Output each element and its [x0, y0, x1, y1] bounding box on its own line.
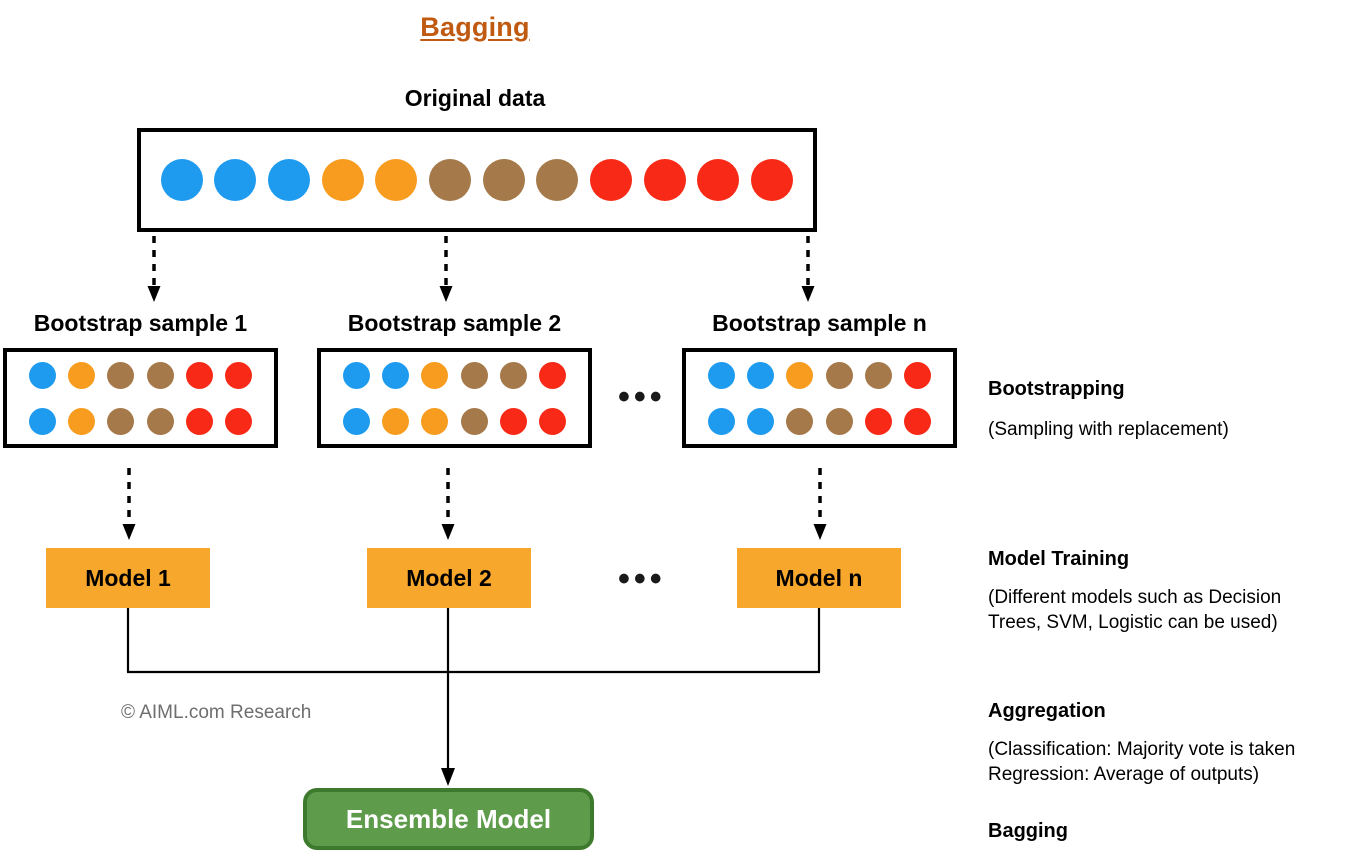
bootstrap-sample-2-dot-red: [538, 361, 566, 389]
model-n-label: Model n: [775, 564, 863, 591]
bootstrap-sample-1-row-1: [7, 352, 274, 398]
bootstrap-sample-1-box: [3, 348, 278, 448]
bootstrap-sample-2-dot-orange: [421, 361, 449, 389]
bootstrap-sample-n-heading: Bootstrap sample n: [712, 310, 927, 336]
annotation-model-training-line-1: (Different models such as Decision: [988, 587, 1282, 608]
bootstrap-sample-n-dot-red: [903, 361, 931, 389]
annotation-aggregation-line-1: (Classification: Majority vote is taken: [988, 739, 1296, 760]
annotation-model-training-line-2: Trees, SVM, Logistic can be used): [988, 612, 1278, 634]
annotation-bootstrapping: Bootstrapping (Sampling with replacement…: [988, 378, 1229, 442]
original-data-dot-brown: [482, 159, 525, 201]
original-data-dot-red: [751, 159, 794, 201]
bootstrap-sample-n-dot-brown: [825, 407, 853, 435]
original-data-dot-brown: [429, 159, 472, 201]
bootstrap-sample-2-heading: Bootstrap sample 2: [347, 310, 562, 336]
bootstrap-sample-n-box: [682, 348, 957, 448]
original-data-dot-red: [643, 159, 686, 201]
bootstrap-sample-2-dot-orange: [421, 407, 449, 435]
bootstrap-sample-1-dot-red: [185, 361, 213, 389]
dashed-arrow-to-model-n: [812, 468, 827, 540]
bootstrap-sample-1-dot-red: [185, 407, 213, 435]
bootstrap-sample-1-dot-red: [224, 407, 252, 435]
page-title: Bagging: [420, 12, 530, 42]
bootstrap-sample-2-dot-blue: [382, 361, 410, 389]
bootstrap-sample-1-row-2: [7, 398, 274, 444]
bootstrap-sample-1-dot-brown: [107, 361, 135, 389]
bootstrap-sample-n-dot-blue: [747, 407, 775, 435]
dashed-arrow-to-model-2: [440, 468, 455, 540]
bootstrap-sample-1-dot-brown: [146, 407, 174, 435]
model-2-box[interactable]: Model 2: [367, 548, 531, 608]
bootstrap-sample-1-dot-orange: [68, 407, 96, 435]
ensemble-model-box[interactable]: Ensemble Model: [303, 788, 594, 850]
dashed-arrow-to-sample-1: [146, 236, 161, 302]
original-data-box: [137, 128, 817, 232]
bootstrap-sample-2-dot-brown: [460, 407, 488, 435]
bootstrap-sample-2-dot-blue: [343, 407, 371, 435]
bootstrap-sample-n-dot-blue: [708, 361, 736, 389]
bootstrap-sample-n-dot-brown: [864, 361, 892, 389]
models-ellipsis: •••: [618, 560, 666, 598]
annotation-model-training: Model Training (Different models such as…: [988, 548, 1281, 635]
bootstrap-sample-1-dot-red: [224, 361, 252, 389]
original-data-dot-blue: [160, 159, 203, 201]
bootstrap-sample-n-dot-red: [864, 407, 892, 435]
bootstrap-sample-1-dot-blue: [29, 407, 57, 435]
bootstrap-sample-n-row-2: [686, 398, 953, 444]
model-2-label: Model 2: [406, 564, 492, 591]
bootstrap-sample-2-dot-red: [499, 407, 527, 435]
annotation-model-training-title: Model Training: [988, 548, 1130, 570]
bootstrap-sample-n-row-1: [686, 352, 953, 398]
original-data-dot-red: [590, 159, 633, 201]
annotation-bagging: Bagging: [988, 820, 1068, 843]
original-data-dot-blue: [268, 159, 311, 201]
model-n-box[interactable]: Model n: [737, 548, 901, 608]
bootstrap-sample-1-dot-blue: [29, 361, 57, 389]
bootstrap-sample-1-dot-orange: [68, 361, 96, 389]
bootstrap-sample-1-dot-brown: [146, 361, 174, 389]
bootstrap-sample-n-dot-red: [903, 407, 931, 435]
bootstrap-sample-2-dot-blue: [343, 361, 371, 389]
original-data-dot-orange: [321, 159, 364, 201]
model-1-box[interactable]: Model 1: [46, 548, 210, 608]
bootstrap-sample-1-heading: Bootstrap sample 1: [33, 310, 248, 336]
bootstrap-sample-1-dot-brown: [107, 407, 135, 435]
bootstrap-sample-2-dot-brown: [499, 361, 527, 389]
original-data-dot-red: [697, 159, 740, 201]
bootstrap-sample-2-row-1: [321, 352, 588, 398]
annotation-bagging-title: Bagging: [988, 820, 1068, 842]
model-1-label: Model 1: [85, 564, 171, 591]
annotation-bootstrapping-title: Bootstrapping: [988, 378, 1125, 400]
bootstrap-sample-2-dot-brown: [460, 361, 488, 389]
annotation-bootstrapping-line-1: (Sampling with replacement): [988, 419, 1229, 440]
original-data-dot-row: [141, 132, 813, 228]
bootstrap-sample-n-dot-orange: [786, 361, 814, 389]
annotation-aggregation-title: Aggregation: [988, 700, 1106, 722]
dashed-arrow-to-sample-n: [800, 236, 815, 302]
annotation-aggregation: Aggregation (Classification: Majority vo…: [988, 700, 1295, 787]
bootstrap-sample-n-dot-blue: [708, 407, 736, 435]
bootstrap-sample-2-dot-red: [538, 407, 566, 435]
dashed-arrow-to-sample-2: [438, 236, 453, 302]
ensemble-model-label: Ensemble Model: [345, 803, 552, 834]
bootstrap-sample-2-row-2: [321, 398, 588, 444]
original-data-heading: Original data: [404, 85, 546, 111]
dashed-arrow-to-model-1: [121, 468, 136, 540]
watermark: © AIML.com Research: [121, 702, 312, 723]
original-data-dot-orange: [375, 159, 418, 201]
bootstrap-sample-2-box: [317, 348, 592, 448]
original-data-dot-brown: [536, 159, 579, 201]
bootstrap-sample-n-dot-brown: [786, 407, 814, 435]
bootstrap-sample-n-dot-blue: [747, 361, 775, 389]
bootstrap-sample-n-dot-brown: [825, 361, 853, 389]
bootstrap-samples-ellipsis: •••: [618, 378, 666, 416]
annotation-aggregation-line-2: Regression: Average of outputs): [988, 764, 1260, 786]
bootstrap-sample-2-dot-orange: [382, 407, 410, 435]
original-data-dot-blue: [214, 159, 257, 201]
